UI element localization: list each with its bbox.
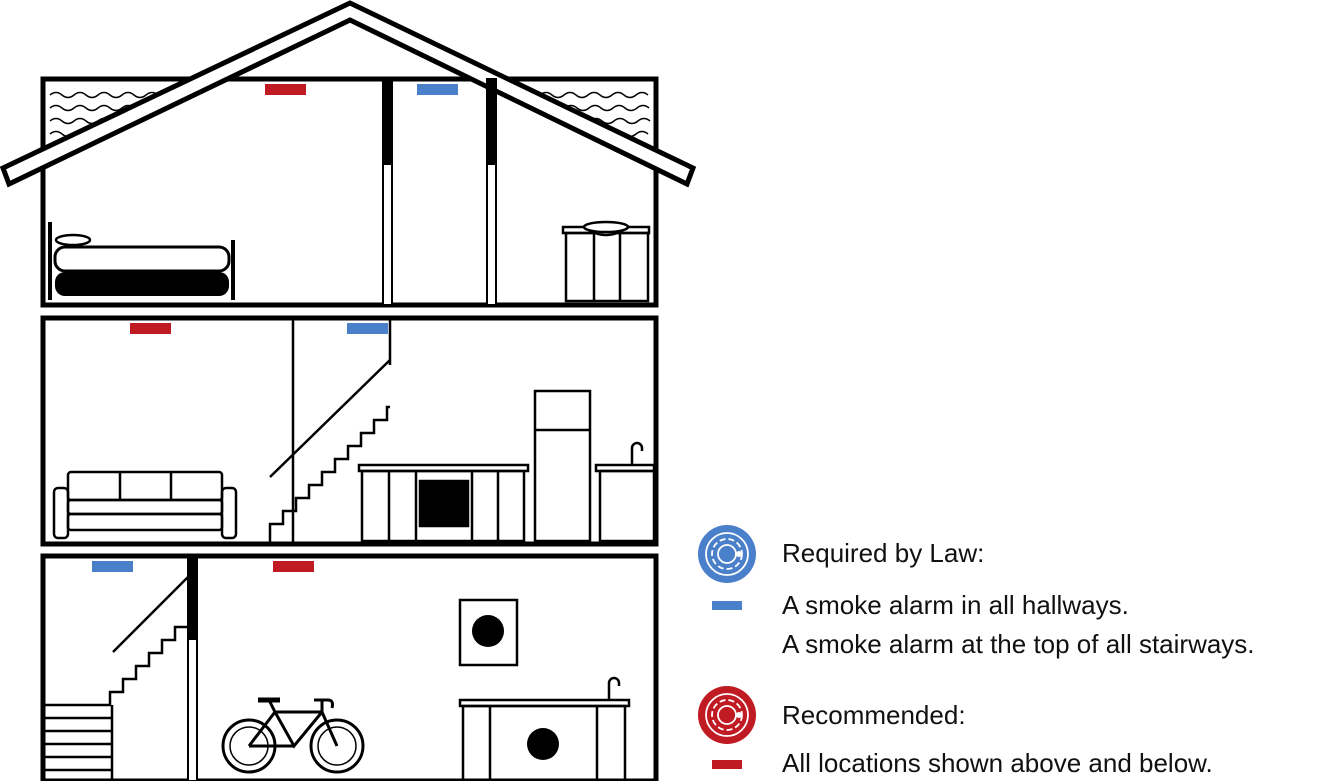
required-alarm-basement	[92, 561, 133, 572]
bicycle	[221, 697, 365, 774]
basement-partition	[187, 555, 198, 781]
basement-wall	[40, 553, 659, 781]
attic-wall	[40, 76, 659, 308]
required-line-1: A smoke alarm in all hallways.	[782, 590, 1129, 620]
bed	[48, 222, 235, 300]
recommended-heading: Recommended:	[782, 700, 966, 730]
insulation-right	[539, 91, 651, 138]
basement-staircase	[45, 574, 191, 781]
required-alarm-attic	[417, 84, 458, 95]
attic-partition-left	[382, 78, 393, 306]
recommended-alarm-attic	[265, 84, 306, 95]
required-heading: Required by Law:	[782, 538, 985, 568]
main-floor	[40, 315, 659, 547]
attic-partition-right	[486, 78, 497, 306]
refrigerator	[533, 389, 592, 543]
required-alarm-main	[347, 323, 388, 334]
smoke-alarm-icon	[698, 686, 756, 744]
recommended-alarm-main	[130, 323, 171, 334]
dryer	[458, 598, 519, 667]
kitchen-counter	[357, 463, 530, 543]
kitchen-sink	[594, 441, 656, 543]
roof	[0, 0, 697, 188]
recommended-dash	[712, 760, 742, 769]
attic-floor	[0, 0, 697, 308]
basement-floor	[40, 553, 659, 781]
recommended-line-1: All locations shown above and below.	[782, 748, 1213, 778]
sofa	[52, 470, 238, 540]
required-line-2: A smoke alarm at the top of all stairway…	[782, 629, 1255, 659]
recommended-alarm-basement	[273, 561, 314, 572]
laundry-counter	[458, 676, 631, 781]
main-staircase	[268, 318, 392, 544]
bathroom-vanity	[561, 220, 651, 303]
smoke-alarm-icon	[698, 525, 756, 583]
main-floor-wall	[40, 315, 659, 547]
required-dash	[712, 601, 742, 610]
alarm-marks	[92, 84, 458, 572]
